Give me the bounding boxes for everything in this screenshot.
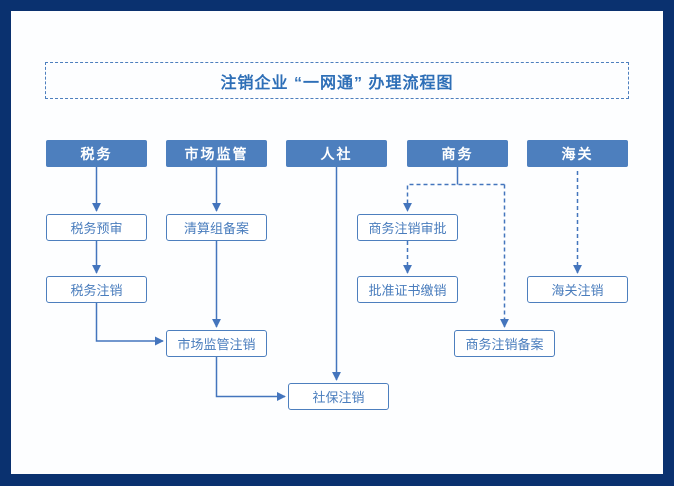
edge-commerce-to-approval	[403, 183, 505, 212]
node-social-insurance-cancel: 社保注销	[288, 383, 389, 410]
node-commerce-cancel-filing: 商务注销备案	[454, 330, 555, 357]
node-liquidation-group-filing: 清算组备案	[166, 214, 267, 241]
lane-header-tax: 税务	[46, 140, 147, 167]
edge-marketcancel-to-socialcancel	[215, 357, 286, 401]
lane-header-customs: 海关	[527, 140, 628, 167]
lane-header-market-regulation: 市场监管	[166, 140, 267, 167]
node-commerce-cancel-approval: 商务注销审批	[357, 214, 458, 241]
edge-taxcancel-to-marketcancel	[95, 303, 164, 346]
node-approval-certificate-surrender: 批准证书缴销	[357, 276, 458, 303]
diagram-title: 注销企业 “一网通” 办理流程图	[220, 74, 454, 92]
node-tax-cancel: 税务注销	[46, 276, 147, 303]
node-tax-preaudit: 税务预审	[46, 214, 147, 241]
node-customs-cancel: 海关注销	[527, 276, 628, 303]
lane-header-commerce: 商务	[407, 140, 508, 167]
title-box: 注销企业 “一网通” 办理流程图	[45, 62, 629, 99]
lane-header-human-social: 人社	[286, 140, 387, 167]
node-market-regulation-cancel: 市场监管注销	[166, 330, 267, 357]
